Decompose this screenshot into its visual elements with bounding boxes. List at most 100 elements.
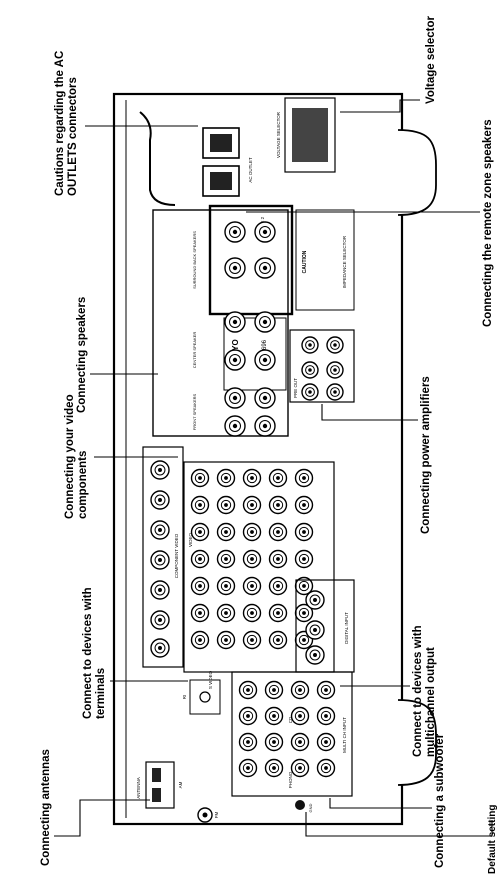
av-jack-ring	[298, 472, 310, 484]
label-antennas: Connecting antennas	[40, 749, 53, 866]
audio-jack-ring	[320, 762, 332, 774]
model-plate	[223, 317, 287, 391]
av-jack-ring	[246, 526, 258, 538]
speaker-binding-post-pin	[232, 395, 238, 401]
av-jack-pin	[224, 476, 228, 480]
component-video-block	[142, 446, 184, 668]
chassis-outline	[112, 92, 404, 826]
speaker-binding-post-ring	[259, 226, 271, 238]
av-jack-ring	[194, 607, 206, 619]
av-jack-pin	[198, 476, 202, 480]
leader-antennas	[54, 799, 150, 837]
leader-power-amps	[321, 404, 418, 421]
speaker-binding-post-ring	[259, 262, 271, 274]
caution-text: CAUTION	[302, 250, 308, 273]
speaker-binding-post-pin	[232, 357, 238, 363]
av-jack-ring	[194, 634, 206, 646]
fm-text: FM	[214, 812, 219, 819]
av-jack-pin	[224, 638, 228, 642]
label-voltage-selector: Voltage selector	[425, 16, 438, 104]
component-video-text: COMPONENT VIDEO	[174, 533, 179, 578]
av-jack-pin	[224, 530, 228, 534]
av-jack-pin	[198, 557, 202, 561]
av-jack-ring	[246, 607, 258, 619]
audio-jack-pin	[272, 714, 276, 718]
audio-jack-pin	[272, 688, 276, 692]
label-voltage-selector-line: Voltage selector	[425, 16, 437, 104]
audio-jack-ring	[320, 684, 332, 696]
av-jack-pin	[198, 584, 202, 588]
av-jack-pin	[198, 611, 202, 615]
speaker-binding-post-ring	[229, 316, 241, 328]
digital-input-jack-ring	[309, 624, 321, 636]
speaker-binding-post-ring	[229, 392, 241, 404]
audio-jack-block	[231, 671, 353, 797]
audio-jack-ring	[294, 736, 306, 748]
av-jack-ring	[194, 553, 206, 565]
ac-outlet-2	[202, 165, 240, 197]
front-text: FRONT SPEAKERS	[192, 393, 197, 430]
av-jack-ring	[246, 472, 258, 484]
digital-jacks	[305, 590, 325, 665]
av-jack-ring	[246, 634, 258, 646]
av-jack-ring	[246, 580, 258, 592]
label-power-amps-line: Connecting power amplifiers	[420, 376, 432, 534]
leader-subwoofer	[329, 798, 432, 809]
label-ac-outlets-line2: OUTLETS connectors	[67, 77, 79, 196]
av-jack-pin	[302, 638, 306, 642]
av-jack-pin	[198, 638, 202, 642]
pre-out-jack-pin	[333, 343, 337, 347]
pre-out-jacks	[301, 336, 344, 401]
speaker-binding-post-pin	[232, 423, 238, 429]
component-video-jack-ring	[154, 614, 166, 626]
speaker-posts	[224, 221, 276, 437]
speaker-binding-post-ring	[229, 420, 241, 432]
antenna-text: ANTENNA	[136, 777, 141, 799]
audio-jack-pin	[324, 714, 328, 718]
av-jack-ring	[272, 499, 284, 511]
multi-ch-input-text: MULTI CH INPUT	[342, 717, 347, 753]
digital-input-text: DIGITAL INPUT	[344, 612, 349, 644]
av-jack-pin	[302, 584, 306, 588]
audio-jack-pin	[324, 766, 328, 770]
foot-top	[397, 129, 437, 216]
label-video-line2: components	[77, 450, 89, 519]
pre-out-jack-pin	[308, 368, 312, 372]
av-jack-ring	[272, 526, 284, 538]
av-jack-pin	[250, 476, 254, 480]
label-terminals-line1: Connect to devices with	[82, 587, 94, 719]
component-video-jack-pin	[158, 468, 162, 472]
av-jack-ring	[272, 553, 284, 565]
cd-text: CD	[288, 716, 293, 723]
ri-remote-box	[189, 679, 221, 715]
av-jack-pin	[250, 611, 254, 615]
pre-out-jack-pin	[308, 390, 312, 394]
video-text: VIDEO	[188, 533, 193, 548]
audio-jack-ring	[294, 710, 306, 722]
pre-out-jack-ring	[305, 340, 315, 350]
digital-input-jack-ring	[309, 649, 321, 661]
center-text: CENTER SPEAKER	[192, 332, 197, 369]
audio-jack-ring	[242, 736, 254, 748]
component-video-jack-pin	[158, 588, 162, 592]
av-jack-ring	[272, 607, 284, 619]
av-jack-ring	[246, 553, 258, 565]
video-jacks	[150, 460, 314, 658]
av-jack-ring	[194, 499, 206, 511]
audio-jack-pin	[324, 688, 328, 692]
audio-jack-ring	[268, 736, 280, 748]
av-jack-pin	[276, 503, 280, 507]
audio-jack-pin	[324, 740, 328, 744]
label-terminals: Connect to devices with terminals	[82, 587, 108, 719]
audio-jack-ring	[320, 710, 332, 722]
label-default-setting: Default setting	[486, 805, 499, 874]
ac-outlet-text: AC OUTLET	[248, 157, 253, 183]
av-jack-pin	[302, 476, 306, 480]
av-jack-ring	[220, 553, 232, 565]
av-jack-pin	[276, 638, 280, 642]
impedance-selector-text: IMPEDANCE SELECTOR	[342, 235, 347, 288]
av-jack-pin	[250, 530, 254, 534]
av-jack-ring	[298, 607, 310, 619]
audio-jack-pin	[246, 714, 250, 718]
